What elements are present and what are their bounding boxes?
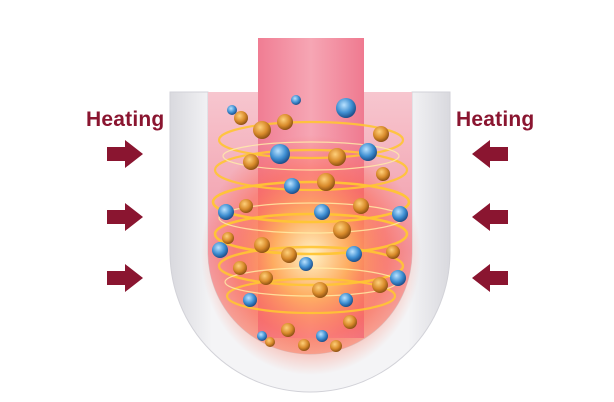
heating-label-left: Heating — [86, 108, 165, 131]
arrow-left-icon — [472, 140, 508, 168]
arrow-right-icon — [107, 203, 143, 231]
arrow-right-icon — [107, 264, 143, 292]
arrow-left-icon — [472, 203, 508, 231]
arrow-left-icon — [472, 264, 508, 292]
swirl-rings — [211, 120, 411, 315]
particles-orange — [222, 111, 400, 352]
particles-blue — [212, 95, 408, 342]
arrow-right-icon — [107, 140, 143, 168]
heating-label-right: Heating — [456, 108, 535, 131]
